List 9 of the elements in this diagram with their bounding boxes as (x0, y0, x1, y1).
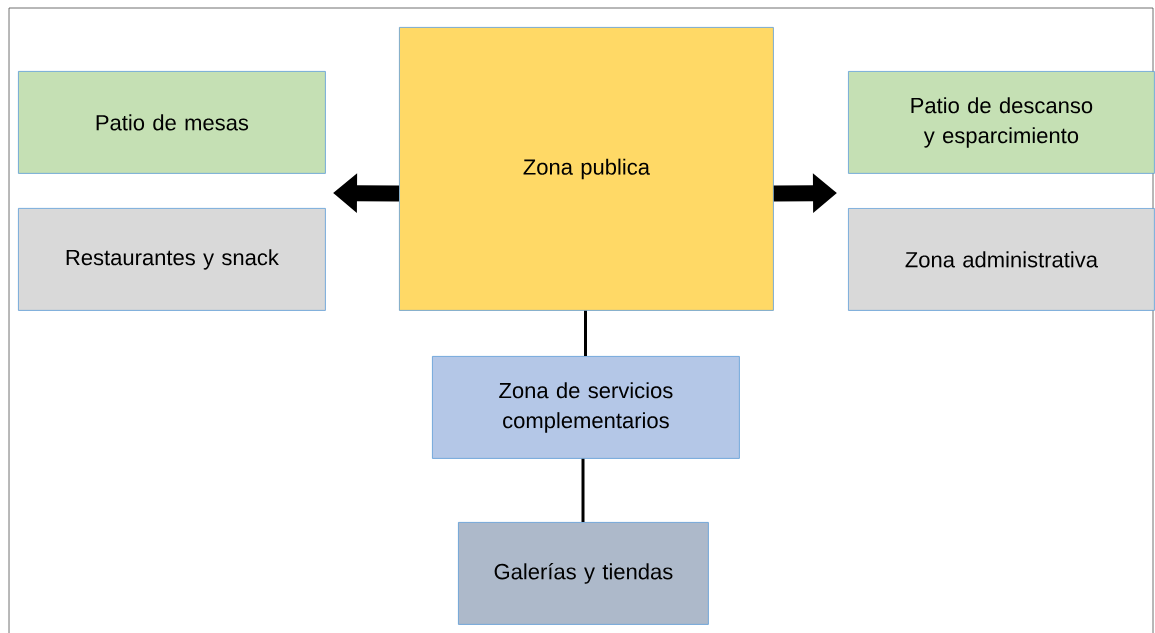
zone-box: Zona de servicios complementarios (432, 356, 740, 459)
zone-box: Patio de descanso y esparcimiento (848, 71, 1155, 174)
zone-box: Zona administrativa (848, 208, 1155, 311)
zone-box: Patio de mesas (18, 71, 326, 174)
connector-line (584, 310, 587, 356)
connector-line (581, 458, 585, 522)
zone-box: Galerías y tiendas (458, 522, 709, 625)
zone-box: Restaurantes y snack (18, 208, 326, 311)
zone-box: Zona publica (399, 27, 774, 311)
